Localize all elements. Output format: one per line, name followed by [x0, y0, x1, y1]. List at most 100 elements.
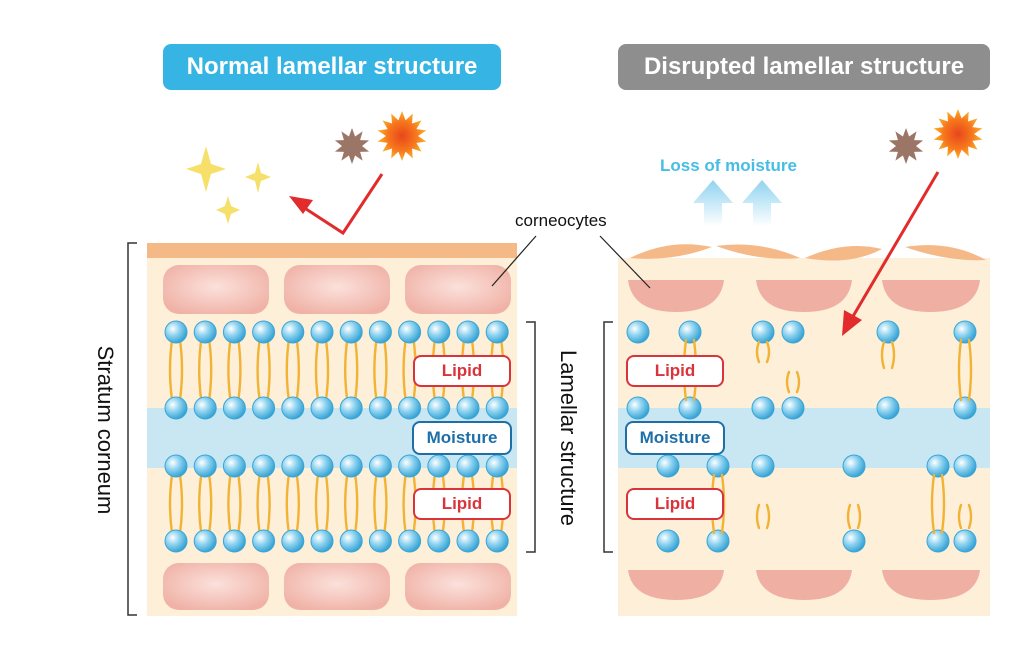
lipid-head	[398, 320, 422, 344]
lipid-label: Lipid	[413, 488, 511, 520]
up-arrow-icon	[693, 180, 733, 226]
lipid-tail	[957, 338, 973, 402]
sun-icon	[933, 109, 983, 159]
lipid-head	[953, 529, 977, 553]
lipid-tail	[957, 503, 973, 530]
lipid-head	[706, 454, 730, 478]
penetrating-uv-arrow	[842, 171, 940, 336]
lipid-tail	[227, 338, 242, 402]
lipid-head	[876, 396, 900, 420]
lipid-head	[656, 454, 680, 478]
moisture-loss-arrows	[693, 180, 782, 226]
lipid-tail	[930, 473, 946, 535]
lipid-head	[751, 396, 775, 420]
lipid-head	[193, 529, 217, 553]
lipid-tail	[168, 338, 184, 402]
corneocyte	[405, 563, 511, 610]
lipid-head	[164, 320, 188, 344]
sun-shape	[377, 111, 427, 161]
lipid-tail	[168, 473, 184, 535]
stratum-corneum-bracket	[127, 242, 137, 616]
corneocyte	[882, 570, 980, 600]
lipid-head	[222, 454, 246, 478]
lipid-tail	[256, 338, 271, 402]
lipid-head	[281, 320, 305, 344]
flaking-top-layer	[630, 244, 986, 261]
lipid-tail	[344, 338, 359, 402]
lipid-head	[368, 454, 392, 478]
lipid-head	[926, 529, 950, 553]
normal-panel	[147, 243, 517, 616]
corneocyte	[405, 265, 511, 314]
corneocyte	[756, 570, 852, 600]
lipid-tail	[256, 473, 271, 535]
lipid-tail	[846, 503, 862, 530]
lipid-head	[252, 529, 276, 553]
lipid-head	[485, 396, 509, 420]
sparkle-icons	[186, 146, 271, 224]
lipid-head	[781, 320, 805, 344]
lipid-head	[953, 396, 977, 420]
lipid-head	[193, 454, 217, 478]
top-layer	[147, 243, 517, 258]
flake	[630, 244, 712, 259]
corneocyte	[284, 265, 390, 314]
pollutant-icon	[888, 128, 924, 164]
lipid-head	[842, 529, 866, 553]
lipid-head	[310, 396, 334, 420]
lipid-head	[842, 454, 866, 478]
lipid-head	[626, 320, 650, 344]
corneocytes-label: corneocytes	[515, 211, 607, 230]
lipid-tail	[198, 473, 213, 535]
lipid-head	[281, 529, 305, 553]
lipid-tail	[373, 473, 388, 535]
corneocyte	[628, 570, 724, 600]
lipid-head	[368, 529, 392, 553]
corneocyte	[163, 563, 269, 610]
flake	[905, 245, 986, 261]
lipid-head	[339, 320, 363, 344]
flake	[805, 246, 882, 261]
lipid-head	[193, 396, 217, 420]
lipid-head	[427, 396, 451, 420]
lipid-head	[953, 320, 977, 344]
lipid-head	[281, 454, 305, 478]
sparkle-icon	[216, 196, 240, 224]
corneocytes-pointer-left	[491, 235, 537, 287]
lipid-head	[706, 529, 730, 553]
moisture-label: Moisture	[625, 421, 725, 455]
corneocytes-top	[628, 280, 980, 312]
lipid-tail	[785, 370, 801, 394]
lipid-label: Lipid	[413, 355, 511, 387]
lipid-head	[281, 396, 305, 420]
moisture-label: Moisture	[412, 421, 512, 455]
lipid-head	[456, 454, 480, 478]
lipid-tail	[285, 473, 300, 535]
lipid-head	[456, 320, 480, 344]
lipid-head	[427, 529, 451, 553]
lipid-label: Lipid	[626, 355, 724, 387]
stratum-corneum-label: Stratum corneum	[93, 345, 118, 515]
lipid-tail	[373, 338, 388, 402]
lipid-head	[164, 529, 188, 553]
lipid-head	[678, 320, 702, 344]
lipid-head	[751, 454, 775, 478]
lipid-tail	[314, 338, 330, 402]
lipid-head	[252, 454, 276, 478]
lipid-head	[398, 529, 422, 553]
reflected-uv-arrow	[289, 173, 384, 236]
lipid-tail	[285, 338, 300, 402]
lipid-head	[222, 396, 246, 420]
lamellar-bracket-right	[603, 321, 613, 553]
lipid-head	[485, 454, 509, 478]
lipid-head	[310, 529, 334, 553]
flake	[716, 244, 800, 259]
lipid-head	[339, 396, 363, 420]
lipid-tail	[227, 473, 242, 535]
lipid-tail	[314, 473, 330, 535]
lipid-head	[310, 320, 334, 344]
lipid-head	[485, 529, 509, 553]
lipid-head	[368, 320, 392, 344]
lipid-label: Lipid	[626, 488, 724, 520]
